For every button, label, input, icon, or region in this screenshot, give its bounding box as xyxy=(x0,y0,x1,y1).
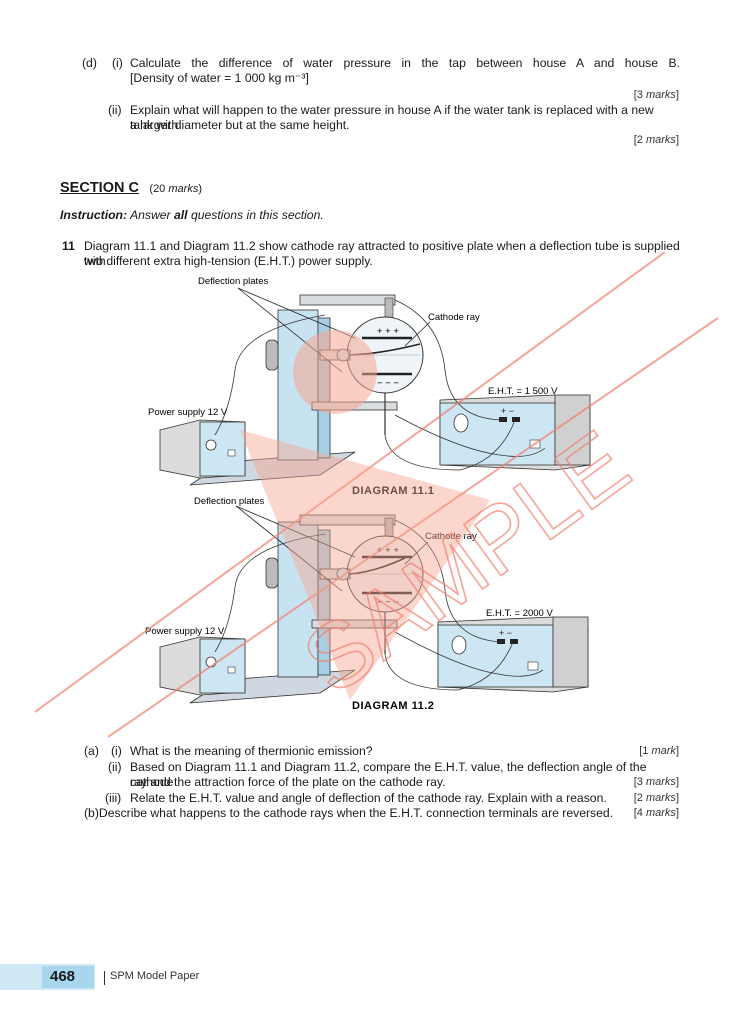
eht-terminals: + − xyxy=(501,406,514,416)
marks-b: [4 marks] xyxy=(633,807,679,819)
question-a-iii-text: Relate the E.H.T. value and angle of def… xyxy=(130,791,607,805)
stand-column xyxy=(277,521,319,678)
marks-a-i: [1 mark] xyxy=(639,745,679,757)
section-marks: (20 marks) xyxy=(149,183,202,195)
question-b: (b)Describe what happens to the cathode … xyxy=(84,806,614,820)
section-heading: SECTION C (20 marks) xyxy=(60,179,202,197)
plus-signs: + + + xyxy=(377,545,399,556)
footer-title: SPM Model Paper xyxy=(110,970,200,982)
question-a-i-text: What is the meaning of thermionic emissi… xyxy=(130,744,373,758)
stand-column xyxy=(277,309,319,461)
question-d-ii-text-line1: Explain what will happen to the water pr… xyxy=(130,103,654,132)
question-11-text-line2: two different extra high-tension (E.H.T.… xyxy=(84,254,373,268)
cathode-ray-label: Cathode ray xyxy=(425,531,477,542)
marks-a-iii: [2 marks] xyxy=(633,792,679,804)
minus-signs: − − − xyxy=(377,378,399,389)
section-title: SECTION C xyxy=(60,180,139,196)
question-d-ii-text-line2: a larger diameter but at the same height… xyxy=(130,118,350,132)
marks-a-ii: [3 marks] xyxy=(633,776,679,788)
question-a-i-label: (i) xyxy=(111,744,122,758)
question-d-i-text: Calculate the difference of water pressu… xyxy=(130,56,680,70)
question-a-ii-label: (ii) xyxy=(108,760,122,774)
page-number: 468 xyxy=(50,968,76,985)
section-instruction: Instruction: Answer all questions in thi… xyxy=(60,208,324,222)
eht-label: E.H.T. = 1 500 V xyxy=(488,386,558,397)
deflection-plates-label: Deflection plates xyxy=(198,276,268,287)
question-a-ii-text2: ray and the attraction force of the plat… xyxy=(130,775,446,789)
diagram-11-2: + + + − − − + − Deflection plates Cathod… xyxy=(145,496,589,712)
eht-label: E.H.T. = 2000 V xyxy=(486,608,553,619)
question-a-label: (a) xyxy=(84,744,99,758)
minus-signs: − − − xyxy=(377,597,399,608)
top-arm xyxy=(299,514,396,526)
question-d-ii-label: (ii) xyxy=(108,103,122,117)
question-a-iii-label: (iii) xyxy=(105,791,122,805)
page-footer: 468 SPM Model Paper xyxy=(0,964,750,990)
question-11-number: 11 xyxy=(62,239,75,253)
diagram-11-1: + + + − − − + − Deflection plates Cathod… xyxy=(148,276,591,497)
adjustment-knob xyxy=(265,557,279,589)
question-d-i-label: (i) xyxy=(112,56,123,70)
marks-d-i: [3 marks] xyxy=(633,89,679,101)
top-arm xyxy=(299,294,396,306)
deflection-plates-label: Deflection plates xyxy=(194,496,264,507)
question-d-label: (d) xyxy=(82,56,97,70)
cathode-ray-label: Cathode ray xyxy=(428,312,480,323)
plus-signs: + + + xyxy=(377,326,399,337)
question-a-ii-text: Based on Diagram 11.1 and Diagram 11.2, … xyxy=(130,760,647,789)
power-supply-label: Power supply 12 V xyxy=(145,626,225,637)
power-supply-label: Power supply 12 V xyxy=(148,407,228,418)
eht-terminals: + − xyxy=(499,628,512,638)
marks-d-ii: [2 marks] xyxy=(633,134,679,146)
adjustment-knob xyxy=(265,339,279,371)
density-note: [Density of water = 1 000 kg m⁻³] xyxy=(130,71,309,85)
diagram-caption: DIAGRAM 11.2 xyxy=(352,700,434,712)
